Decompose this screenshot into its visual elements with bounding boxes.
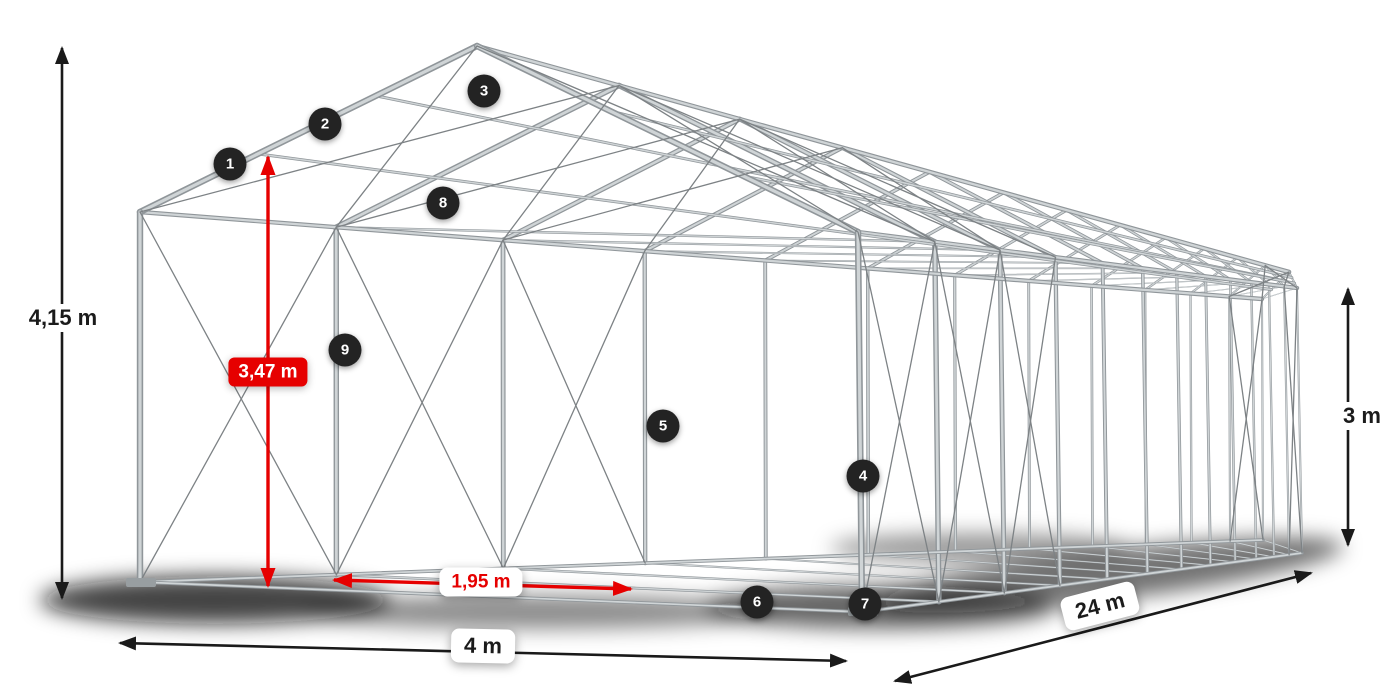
marker-8[interactable]: 8 bbox=[426, 186, 460, 220]
dim-label-total-height: 4,15 m bbox=[22, 304, 104, 332]
marker-9[interactable]: 9 bbox=[328, 333, 362, 367]
arrow-length bbox=[893, 570, 1313, 684]
marker-7[interactable]: 7 bbox=[848, 587, 882, 621]
marker-5[interactable]: 5 bbox=[646, 409, 680, 443]
dim-label-inner-height: 3,47 m bbox=[228, 357, 308, 387]
dim-label-inner-width: 1,95 m bbox=[439, 567, 523, 597]
marker-3[interactable]: 3 bbox=[467, 74, 501, 108]
marker-4[interactable]: 4 bbox=[846, 459, 880, 493]
marker-2[interactable]: 2 bbox=[308, 107, 342, 141]
steel-frame bbox=[126, 42, 1304, 616]
ground-shadow bbox=[40, 533, 1344, 629]
marker-6[interactable]: 6 bbox=[740, 585, 774, 619]
dim-label-width: 4 m bbox=[450, 628, 516, 664]
dim-label-side-height: 3 m bbox=[1337, 402, 1387, 430]
marker-1[interactable]: 1 bbox=[213, 147, 247, 181]
